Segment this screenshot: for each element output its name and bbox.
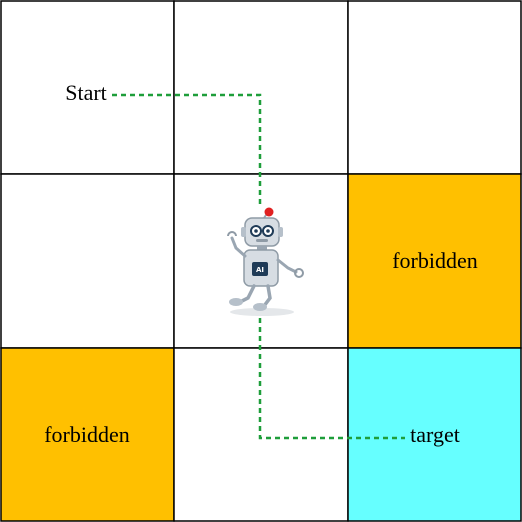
robot-icon: AI bbox=[227, 207, 304, 316]
antenna-dot bbox=[264, 207, 274, 217]
cell-forbidden bbox=[347, 173, 522, 349]
target-label: target bbox=[410, 422, 460, 447]
forbidden-label: forbidden bbox=[392, 248, 478, 273]
cell-start bbox=[0, 0, 175, 175]
cell-empty bbox=[347, 0, 522, 175]
path-line bbox=[112, 93, 262, 205]
path-line bbox=[258, 318, 405, 440]
cell-empty bbox=[0, 173, 175, 349]
cell-forbidden bbox=[0, 347, 175, 522]
forbidden-label: forbidden bbox=[44, 422, 130, 447]
cell-target bbox=[347, 347, 522, 522]
ai-chip bbox=[252, 262, 268, 276]
ai-chip-label: AI bbox=[256, 266, 264, 274]
start-label: Start bbox=[65, 80, 107, 105]
